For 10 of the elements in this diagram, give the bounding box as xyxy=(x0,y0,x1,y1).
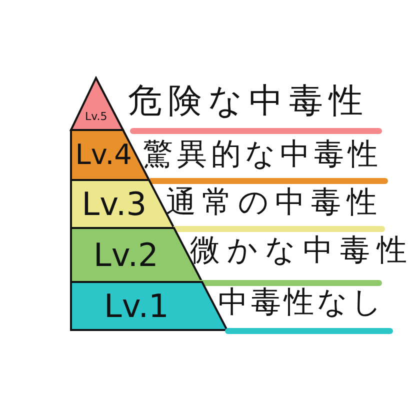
level-description: 危険な中毒性 xyxy=(128,84,369,118)
level-description: 驚異的な中毒性 xyxy=(143,140,382,170)
level-label: Lv.4 xyxy=(75,141,132,169)
level-label: Lv.3 xyxy=(82,188,147,220)
level-label: Lv.2 xyxy=(94,239,158,271)
level-label: Lv.5 xyxy=(85,110,108,122)
level-label: Lv.1 xyxy=(104,290,169,322)
level-description: 微かな中毒性 xyxy=(190,236,410,266)
level-description: 中毒性なし xyxy=(218,288,385,318)
level-description: 通常の中毒性 xyxy=(166,188,383,218)
